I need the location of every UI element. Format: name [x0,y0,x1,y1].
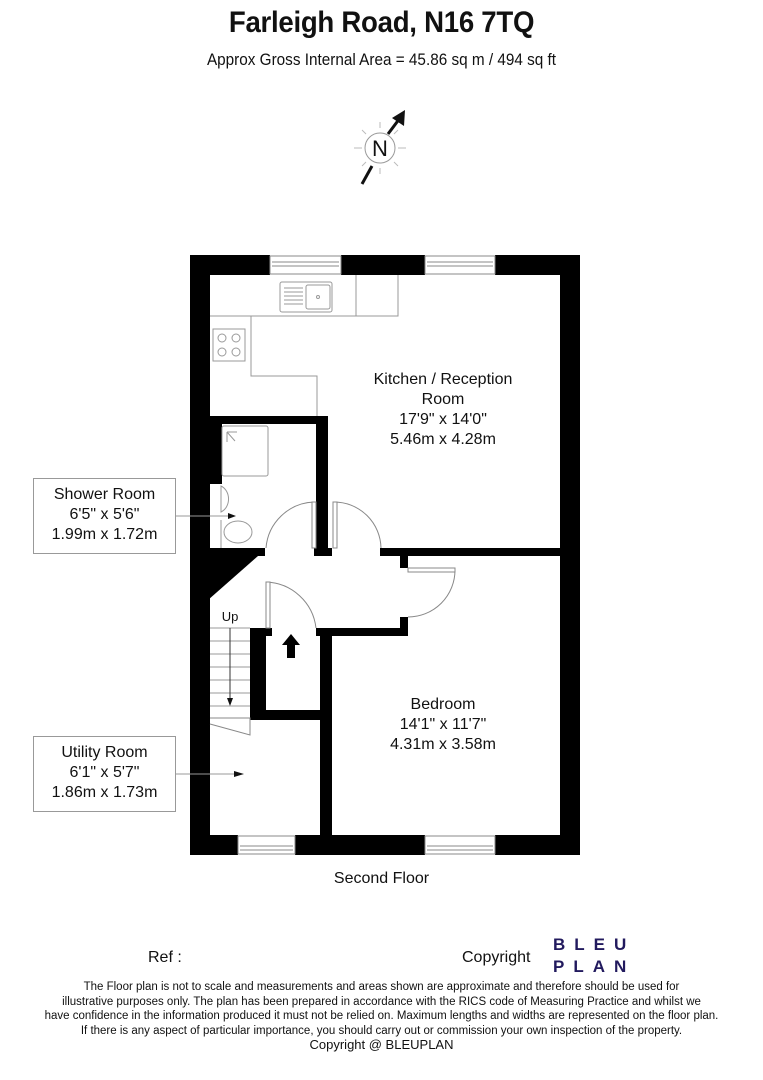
disclaimer-line: have confidence in the information produ… [44,1010,719,1022]
room-imperial-dims: 14'1" x 11'7" [399,716,487,733]
floor-name: Second Floor [333,870,430,887]
stair-direction-arrow-icon [227,698,233,706]
doors [209,501,456,736]
disclaimer-line: The Floor plan is not to scale and measu… [83,981,680,993]
logo-line-1: BLEU [553,935,636,954]
sink-icon [279,281,333,313]
disclaimer-line: illustrative purposes only. The plan has… [62,995,701,1008]
room-name: Kitchen / Reception [373,371,513,388]
bleuplan-logo: BLEU PLAN [553,934,635,978]
north-arrow-compass-icon: N [354,110,406,185]
callout-shower-room: Shower Room 6'5" x 5'6" 1.99m x 1.72m [33,478,176,554]
room-imperial-dims: 6'1" x 5'7" [69,764,140,781]
ref-label: Ref : [148,949,182,966]
room-name: Utility Room [61,744,148,761]
basin-icon [220,485,229,513]
copyright-footer: Copyright @ BLEUPLAN [309,1037,454,1052]
room-imperial-dims: 6'5" x 5'6" [69,506,140,523]
bathroom-fittings [220,425,269,548]
room-metric-dims: 1.86m x 1.73m [51,784,158,801]
property-title: Farleigh Road, N16 7TQ [228,6,535,39]
room-imperial-dims: 17'9" x 14'0" [399,411,487,428]
staircase [210,627,250,707]
windows [237,255,496,855]
room-name: Shower Room [53,486,156,503]
logo-line-2: PLAN [553,957,636,976]
room-name: Bedroom [410,696,476,713]
disclaimer-line: If there is any aspect of particular imp… [80,1024,683,1037]
room-name-cont: Room [421,391,465,408]
room-metric-dims: 1.99m x 1.72m [51,526,158,543]
hob-icon [212,328,246,362]
room-label-bedroom: Bedroom 14'1" x 11'7" 4.31m x 3.58m [370,695,516,755]
gross-internal-area: Approx Gross Internal Area = 45.86 sq m … [206,50,557,69]
room-label-kitchen-reception: Kitchen / Reception Room 17'9" x 14'0" 5… [340,370,546,450]
kitchen-fittings [210,275,399,416]
shower-tray-icon [221,425,269,477]
toilet-icon [223,520,253,544]
room-metric-dims: 5.46m x 4.28m [390,431,496,448]
room-metric-dims: 4.31m x 3.58m [390,736,496,753]
disclaimer: The Floor plan is not to scale and measu… [40,980,723,1038]
stairs-up-label: Up [222,609,239,624]
copyright-label: Copyright [462,949,531,966]
callout-utility-room: Utility Room 6'1" x 5'7" 1.86m x 1.73m [33,736,176,812]
entrance-arrow-icon [282,634,300,658]
svg-text:N: N [372,136,388,161]
walls [190,255,580,855]
